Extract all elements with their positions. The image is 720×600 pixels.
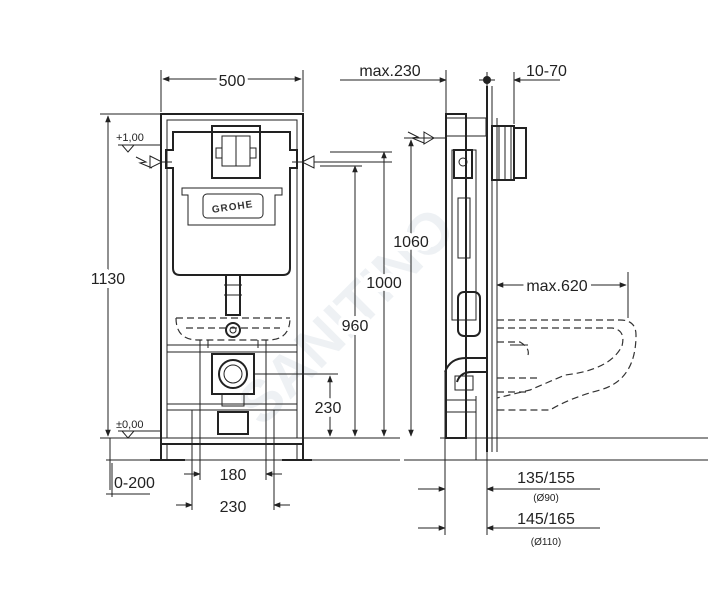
dim-label-960: 960	[342, 318, 369, 335]
front-view: GROHE	[87, 70, 406, 516]
dim-height-1130: 1130	[87, 113, 160, 439]
level-top-label: +1,00	[116, 132, 144, 144]
dim-label-drain-height: 230	[315, 400, 342, 417]
dim-label-135-155: 135/155	[517, 470, 575, 487]
dim-label-1000: 1000	[366, 275, 402, 292]
dim-depth-230: max.230	[340, 63, 447, 116]
frame-side	[445, 113, 487, 439]
dim-label-max-230: max.230	[359, 63, 420, 80]
dim-label-230-bolts: 230	[220, 499, 247, 516]
drain-outlet	[199, 340, 267, 435]
dim-label-145-165: 145/165	[517, 511, 575, 528]
flush-plate	[211, 125, 261, 179]
dim-label-10-70: 10-70	[526, 63, 567, 80]
watermark: SANITINO	[225, 195, 467, 437]
dim-inlet-960: 960	[320, 165, 372, 437]
dim-label-d110: (Ø110)	[531, 537, 561, 548]
flush-plate-side	[491, 125, 527, 181]
dim-bolt-spacing: 180 230	[176, 348, 290, 516]
dim-wall-offset: 10-70	[479, 63, 567, 124]
level-floor-label: ±0,00	[116, 419, 143, 431]
dim-projection-620: max.620	[496, 272, 629, 318]
dim-label-1060: 1060	[393, 234, 429, 251]
dim-floor-offset: 0-200	[106, 438, 155, 497]
drain-bend-side	[444, 357, 487, 460]
level-mark-floor: ±0,00	[116, 419, 160, 439]
water-inlet-right-icon	[292, 155, 392, 169]
dim-label-height: 1130	[91, 271, 126, 288]
dim-drain-offset-2: 145/165 (Ø110)	[418, 452, 600, 548]
brand-logo: GROHE	[211, 199, 254, 216]
wc-bowl-side-outline	[496, 319, 637, 411]
dim-width-500: 500	[160, 70, 304, 112]
dim-label-180: 180	[220, 467, 247, 484]
water-inlet-left-icon	[135, 155, 172, 169]
wc-bowl-outline	[175, 317, 291, 341]
dim-inlet-1000: 1000	[330, 151, 406, 437]
side-view: max.230 10-70 1060 max.620	[340, 63, 708, 548]
level-mark-top: +1,00	[116, 132, 160, 153]
cistern: GROHE	[165, 125, 298, 338]
dim-label-max-620: max.620	[526, 278, 587, 295]
dim-drain-offset-1: 135/155 (Ø90)	[418, 460, 600, 535]
dim-label-floor-offset: 0-200	[114, 475, 155, 492]
dim-drain-230: 230	[255, 373, 345, 437]
dim-label-d90: (Ø90)	[533, 493, 559, 504]
dim-height-1060: 1060	[389, 137, 446, 437]
dim-label-width: 500	[219, 73, 246, 90]
